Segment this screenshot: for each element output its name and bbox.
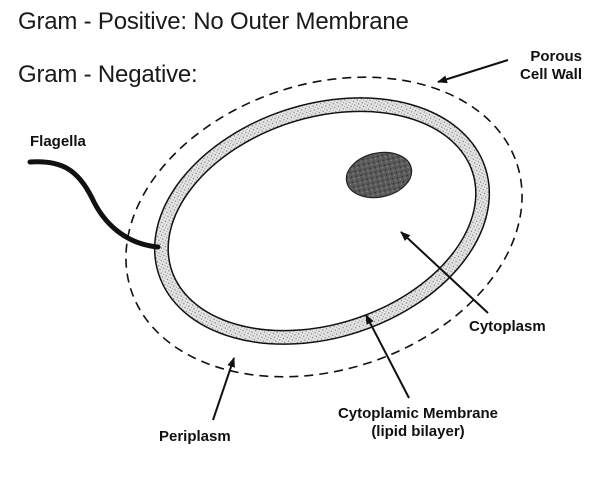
- porous-cell-wall-label: Porous Cell Wall: [490, 48, 582, 84]
- arrow-cytoplasmic-membrane: [365, 314, 410, 399]
- cytoplasm-area: [169, 112, 475, 330]
- cytoplasmic-membrane-label-line1: Cytoplamic Membrane: [337, 405, 499, 422]
- cytoplasm-label: Cytoplasm: [469, 318, 546, 335]
- porous-cell-wall-label-line1: Porous: [530, 48, 582, 65]
- gram-positive-heading: Gram - Positive: No Outer Membrane: [18, 8, 409, 35]
- flagella-label: Flagella: [30, 133, 86, 150]
- porous-cell-wall-label-line2: Cell Wall: [520, 66, 582, 83]
- periplasm-label: Periplasm: [159, 428, 231, 445]
- arrow-cytoplasm: [400, 231, 489, 314]
- cytoplasmic-membrane-label-line2: (lipid bilayer): [371, 423, 465, 440]
- flagellum: [27, 159, 161, 250]
- gram-negative-heading: Gram - Negative:: [18, 61, 198, 88]
- arrow-periplasm: [212, 357, 235, 421]
- nucleoid: [345, 151, 413, 199]
- cytoplasmic-membrane-fill: [155, 98, 489, 344]
- cytoplasmic-membrane-label: Cytoplamic Membrane (lipid bilayer): [320, 405, 516, 441]
- arrow-porous-cell-wall: [437, 59, 509, 84]
